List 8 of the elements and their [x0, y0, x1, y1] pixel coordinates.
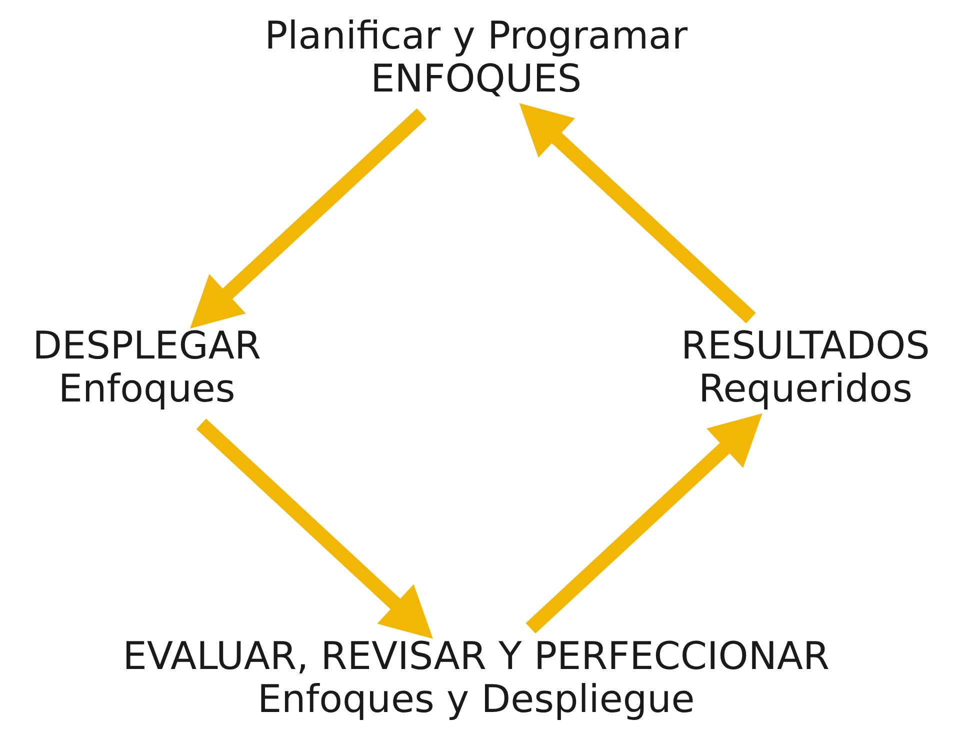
- arrow: [519, 103, 756, 324]
- arrow: [196, 418, 433, 639]
- node-text: Planificar y Programar ENFOQUES: [264, 14, 688, 102]
- node-text: RESULTADOS Requeridos: [680, 324, 930, 412]
- arrow: [190, 108, 427, 329]
- node-text: EVALUAR, REVISAR Y PERFECCIONAR Enfoques y Despliegue: [122, 634, 830, 722]
- node-text: DESPLEGAR Enfoques: [32, 324, 262, 412]
- arrow: [526, 413, 762, 634]
